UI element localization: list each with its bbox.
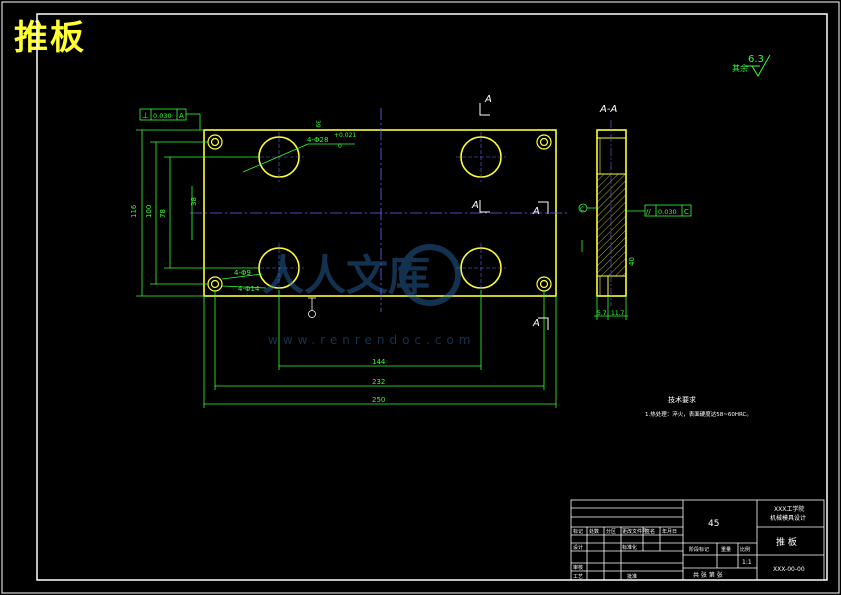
tb-label-stage: 阶段标记: [689, 546, 709, 553]
tb-label-scale: 比例: [740, 546, 750, 553]
tb-part-name: 推 板: [776, 536, 797, 548]
tol-top-symbol: ⊥: [142, 111, 149, 120]
tb-scale: 1:1: [742, 559, 752, 566]
dim-250: 250: [372, 396, 385, 404]
side-dim-40: 40: [628, 257, 636, 266]
label-holes-small: 4-Φ9: [234, 269, 251, 277]
tol-top-datum: A: [179, 112, 184, 120]
tb-label-docno: 更改文件号: [622, 528, 647, 535]
dim-116: 116: [130, 204, 138, 218]
section-mark-2: A: [471, 200, 479, 211]
side-dim-11-7: 11.7: [611, 310, 625, 317]
section-mark-4: A: [532, 318, 540, 329]
horizontal-dims: [203, 290, 557, 408]
tb-drawing-no: XXX-00-00: [773, 566, 805, 573]
title-block: [570, 499, 825, 581]
notes-heading: 技术要求: [668, 395, 696, 404]
section-mark-3: A: [532, 206, 540, 217]
tol-par-value: 0.030: [658, 208, 677, 216]
label-holes-tol-lower: 0: [338, 143, 342, 150]
tb-label-weight: 重量: [721, 546, 731, 553]
dim-100: 100: [145, 205, 153, 218]
inner-border: [36, 13, 828, 581]
watermark-url: www.renrendoc.com: [268, 333, 475, 347]
tb-label-mark: 标记: [573, 528, 583, 535]
dim-144: 144: [372, 358, 386, 366]
label-holes-tol-upper: +0.021: [334, 132, 356, 139]
datum-c: C: [580, 206, 584, 213]
tb-label-process: 工艺: [573, 574, 583, 580]
watermark-brand: 人人文库: [262, 251, 430, 300]
dim-78: 78: [159, 209, 167, 218]
section-markers: [479, 103, 549, 330]
label-holes-big: 4-Φ28: [307, 136, 328, 144]
tb-material: 45: [708, 519, 719, 529]
notes-line-1: 1.热处理：淬火，表面硬度达58~60HRC。: [645, 410, 752, 418]
tb-label-review: 审核: [573, 564, 583, 571]
tolerance-frame-parallel: // 0.030 C: [626, 204, 692, 217]
drawing-title: 推板: [14, 18, 86, 58]
label-holes-cbore: 4-Φ14: [238, 285, 260, 293]
tb-label-design: 设计: [573, 544, 583, 551]
side-dim-5-7: 5.7: [597, 310, 607, 317]
roughness-value: 6.3: [748, 54, 764, 65]
tb-company-1: XXX工学院: [774, 505, 804, 513]
dim-38: 38: [190, 197, 198, 206]
tb-label-approve: 批准: [627, 573, 637, 580]
tol-par-datum: C: [684, 208, 689, 216]
section-mark-1: A: [484, 94, 492, 105]
vertical-dims: [136, 129, 259, 297]
tb-label-sign: 签名: [645, 528, 655, 535]
tb-label-date: 年月日: [662, 528, 677, 535]
tb-sheet: 共 张 第 张: [693, 571, 723, 579]
tol-par-symbol: //: [646, 208, 651, 216]
roughness-symbol: 其余 6.3: [732, 54, 771, 77]
label-top-39: 39: [314, 120, 321, 128]
watermark: 人人文库 www.renrendoc.com: [262, 244, 475, 347]
tol-top-value: 0.030: [153, 112, 172, 120]
roughness-label: 其余: [732, 63, 748, 73]
tb-label-zone: 分区: [606, 528, 616, 535]
section-view-label: A-A: [599, 104, 617, 115]
tolerance-frame-top: ⊥ 0.030 A: [139, 108, 201, 130]
tb-label-count: 处数: [589, 528, 599, 535]
tb-company-2: 机械模具设计: [770, 514, 806, 522]
tb-label-standard: 标准化: [622, 544, 637, 551]
dim-232: 232: [372, 378, 385, 386]
section-view: [596, 120, 627, 306]
